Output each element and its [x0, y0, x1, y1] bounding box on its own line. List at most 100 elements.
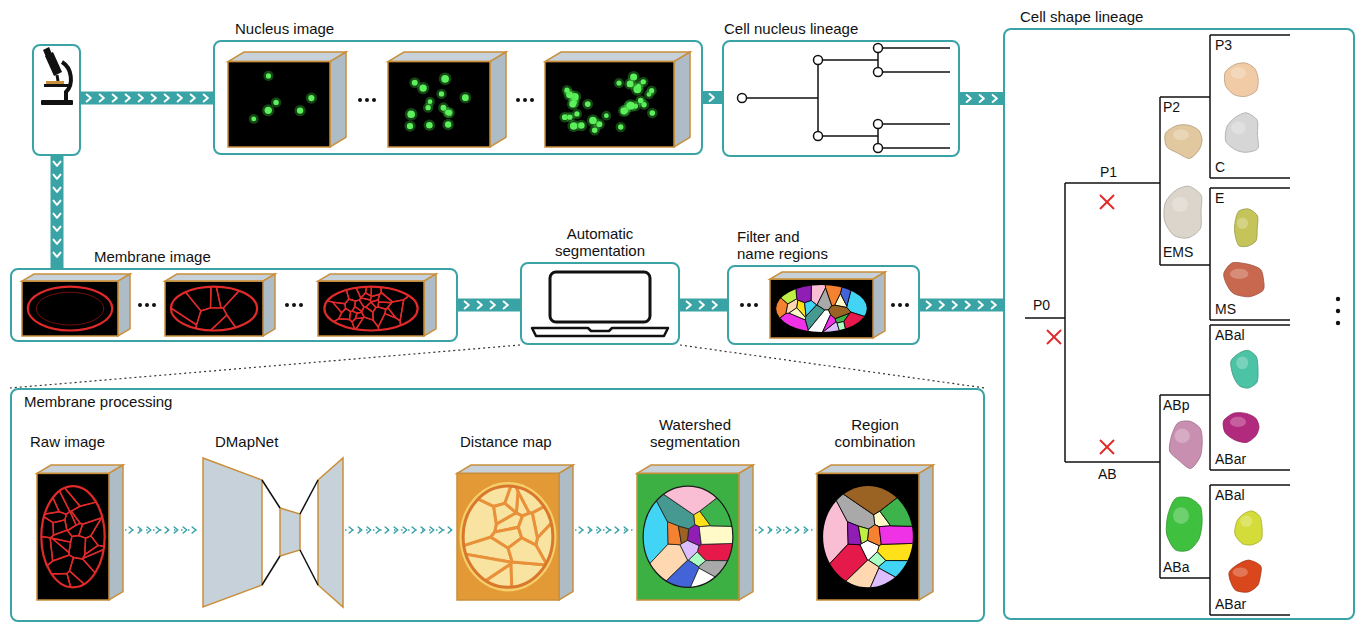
continuation-dot — [1336, 309, 1340, 313]
chevron — [165, 527, 169, 533]
chevron — [178, 95, 182, 102]
cell-shape — [1164, 186, 1202, 238]
chevron — [465, 302, 469, 309]
chevron — [403, 527, 407, 533]
panel-heading: Filter and name regions — [737, 228, 837, 263]
chevron — [504, 302, 508, 309]
panel-heading: Distance map — [460, 433, 552, 450]
ellipsis-dot — [285, 303, 289, 307]
chevron — [615, 527, 619, 533]
panel-heading: Cell nucleus lineage — [724, 20, 858, 37]
chevron — [777, 527, 781, 533]
chevron — [713, 302, 717, 309]
cell-name: E — [1215, 191, 1224, 206]
cell-shape — [1229, 560, 1261, 592]
process-step: Raw image — [35, 455, 125, 605]
cell-name: P2 — [1163, 100, 1180, 115]
lineage-panel: Cell nucleus lineage — [722, 40, 960, 157]
chevron — [394, 527, 398, 533]
continuation-dot — [1336, 321, 1340, 325]
chevron — [126, 95, 130, 102]
chevron — [192, 527, 196, 533]
chevron — [54, 253, 61, 257]
chevron — [927, 302, 931, 309]
flow-arrow — [80, 92, 213, 105]
chevron — [439, 527, 443, 533]
chevron — [759, 527, 763, 533]
flow-arrow — [920, 299, 1003, 312]
flow-arrow — [458, 299, 520, 312]
ellipsis-dot — [523, 98, 527, 102]
chevron — [804, 527, 808, 533]
source-arrows — [54, 95, 214, 269]
chevron — [700, 302, 704, 309]
chevron — [152, 95, 156, 102]
image-stack — [637, 465, 753, 600]
flow-arrow — [960, 92, 1003, 105]
cell-name: ABa — [1163, 560, 1189, 575]
chevron — [966, 302, 970, 309]
step-arrow — [125, 529, 200, 531]
ellipsis-dot — [292, 303, 296, 307]
image-stack — [318, 274, 436, 336]
panel-heading: Membrane image — [94, 248, 211, 265]
cell-name: P0 — [1033, 298, 1050, 313]
chevron — [606, 527, 610, 533]
process-step: Distance map — [455, 455, 575, 605]
panel-heading: Nucleus image — [235, 20, 334, 37]
chevron — [992, 302, 996, 309]
chevron — [980, 95, 984, 102]
chevron — [113, 95, 117, 102]
chevron — [710, 94, 714, 101]
flow-arrow — [680, 299, 727, 312]
cell-name: AB — [1098, 467, 1117, 482]
cell-name: ABar — [1215, 452, 1246, 467]
chevron — [421, 527, 425, 533]
chevron — [597, 527, 601, 533]
chevron — [54, 240, 61, 244]
cell-name: EMS — [1163, 245, 1193, 260]
ellipsis-dot — [754, 303, 758, 307]
zoom-line — [10, 345, 520, 388]
chevron-group — [129, 94, 997, 533]
ellipsis-dot — [365, 98, 369, 102]
cell-name: P3 — [1215, 38, 1232, 53]
panel-title: Membrane processing — [24, 393, 172, 410]
ellipsis-dot — [898, 303, 902, 307]
chevron — [430, 527, 434, 533]
chevron — [687, 302, 691, 309]
chevron — [478, 302, 482, 309]
chevron — [940, 302, 944, 309]
image-stack — [545, 52, 690, 147]
image-stack — [228, 52, 346, 147]
process-box: Automatic segmentation — [520, 262, 680, 345]
panel-heading: Watershed segmentation — [638, 416, 753, 451]
ellipsis-dot — [372, 98, 376, 102]
microscope-icon — [41, 47, 73, 105]
image-stack — [165, 274, 275, 336]
continuation-dot — [1336, 297, 1340, 301]
chevron — [54, 162, 61, 166]
chevron — [786, 527, 790, 533]
chevron — [54, 227, 61, 231]
cell-name: ABal — [1215, 488, 1245, 503]
cell-shape — [1224, 63, 1258, 97]
chevron — [385, 527, 389, 533]
ellipsis-dot — [905, 303, 909, 307]
image-stack — [457, 465, 573, 600]
chevron — [579, 527, 583, 533]
chevron — [491, 302, 495, 309]
panel-heading: Region combination — [823, 416, 928, 451]
zoom-line — [680, 345, 985, 388]
cross-mark — [1100, 195, 1114, 209]
cell-name: ABar — [1215, 597, 1246, 612]
panel-heading: Raw image — [30, 433, 105, 450]
ellipsis-dot — [530, 98, 534, 102]
chevron — [349, 527, 353, 533]
chevron — [129, 527, 133, 533]
chevron — [979, 302, 983, 309]
chevron — [100, 95, 104, 102]
panel-heading: Cell shape lineage — [1020, 8, 1143, 25]
chevron — [588, 527, 592, 533]
chevron — [367, 527, 371, 533]
